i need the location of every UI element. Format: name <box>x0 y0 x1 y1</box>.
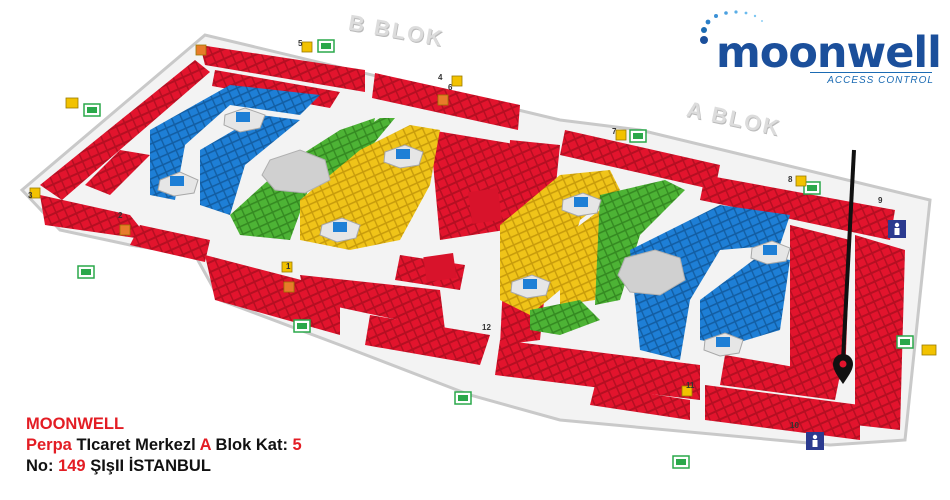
marker-11: 11 <box>686 381 695 390</box>
address-center: TIcaret Merkezl <box>71 436 200 454</box>
marker-8: 8 <box>788 175 793 184</box>
elevator-pods <box>157 107 791 357</box>
company-label: MOONWELL <box>26 415 125 433</box>
marker-2: 2 <box>118 211 123 220</box>
map-pin-icon <box>833 354 853 384</box>
a-block-shops-southwest <box>365 315 490 365</box>
elevator-icon <box>561 192 602 217</box>
exit-sign-icon <box>293 319 311 333</box>
wc-icon <box>888 220 906 238</box>
marker-3: 3 <box>28 191 33 200</box>
marker-5: 5 <box>298 39 303 48</box>
a-block-shops-inner-south <box>720 355 840 400</box>
marker-12: 12 <box>482 323 491 332</box>
address-no-label: No: <box>26 457 59 475</box>
brand-tagline: ACCESS CONTROL <box>827 75 934 86</box>
b-block-shops-north <box>200 45 365 92</box>
b-block-shops-south2 <box>205 255 340 335</box>
a-block-shops-east <box>855 235 905 430</box>
elevator-icon <box>750 240 791 265</box>
b-block-shops-center-west <box>85 150 150 195</box>
brand-name: moonwell <box>716 28 942 78</box>
marker-7: 7 <box>612 127 617 136</box>
moonwell-logo: moonwell ACCESS CONTROL <box>690 8 942 88</box>
exit-sign-icon <box>896 335 914 349</box>
elevator-icon <box>383 144 424 169</box>
address-line-3: No: 149 ŞIşII İSTANBUL <box>26 456 302 477</box>
exit-sign-icon <box>77 265 95 279</box>
address-floor-number: 5 <box>292 436 302 454</box>
marker-6: 6 <box>448 83 453 92</box>
b-block-blue-zone-2 <box>200 115 300 215</box>
logo-divider <box>810 72 932 73</box>
address-perpa: Perpa <box>26 436 72 454</box>
b-block-blue-zone <box>150 85 320 200</box>
address-number: 149 <box>58 457 86 475</box>
a-block-shops-south <box>495 340 700 400</box>
a-block-blue-zone-2 <box>700 255 790 345</box>
a-block-green-zone <box>595 180 685 305</box>
a-block-shops-southwest2 <box>590 385 690 420</box>
elevator-icon <box>703 332 744 357</box>
a-block-blue-zone <box>630 205 790 360</box>
b-block-shops-south1 <box>130 225 210 262</box>
exit-sign-icon <box>803 181 821 195</box>
numbered-markers: 1 2 3 4 5 6 7 8 9 10 11 12 <box>28 39 883 430</box>
stair-icons <box>29 41 937 397</box>
elevator-icon <box>319 217 361 243</box>
company-name: MOONWELL <box>26 414 302 435</box>
marker-4: 4 <box>438 73 443 82</box>
marker-10: 10 <box>790 421 799 430</box>
exit-sign-icon <box>317 39 335 53</box>
address-floor-label: Blok Kat: <box>210 436 293 454</box>
elevator-icon <box>157 171 199 197</box>
a-block-green-zone-2 <box>530 300 600 335</box>
a-block-shops-south2 <box>705 385 860 440</box>
a-block-atrium <box>617 249 686 296</box>
a-block-shops-north <box>560 130 720 190</box>
b-block-kiosk-red <box>467 188 503 224</box>
exit-sign-icon <box>454 391 472 405</box>
location-pointer <box>833 149 856 384</box>
marker-9: 9 <box>878 196 883 205</box>
wc-icon <box>806 432 824 450</box>
marker-1: 1 <box>286 262 291 271</box>
a-block-shops-northeast <box>700 175 895 240</box>
b-block <box>40 45 520 335</box>
exit-sign-icon <box>629 129 647 143</box>
b-block-kiosk-red-2 <box>423 253 457 282</box>
address-city: ŞIşII İSTANBUL <box>85 457 211 475</box>
address-line-2: Perpa TIcaret Merkezl A Blok Kat: 5 <box>26 435 302 456</box>
wc-signs <box>806 220 906 450</box>
b-block-atrium <box>261 149 331 194</box>
b-block-shops-south3 <box>300 275 445 330</box>
exit-sign-icon <box>672 455 690 469</box>
b-block-shops-west <box>40 60 210 200</box>
exit-sign-icon <box>83 103 101 117</box>
address-block-letter: A <box>199 436 211 454</box>
exit-signs <box>77 39 914 469</box>
a-block <box>365 130 905 440</box>
a-block-shops-inner-east <box>790 225 850 380</box>
address-block: MOONWELL Perpa TIcaret Merkezl A Blok Ka… <box>26 414 302 477</box>
elevator-icon <box>510 274 551 299</box>
radiating-dots-icon <box>700 10 763 44</box>
elevator-icon <box>223 107 266 133</box>
